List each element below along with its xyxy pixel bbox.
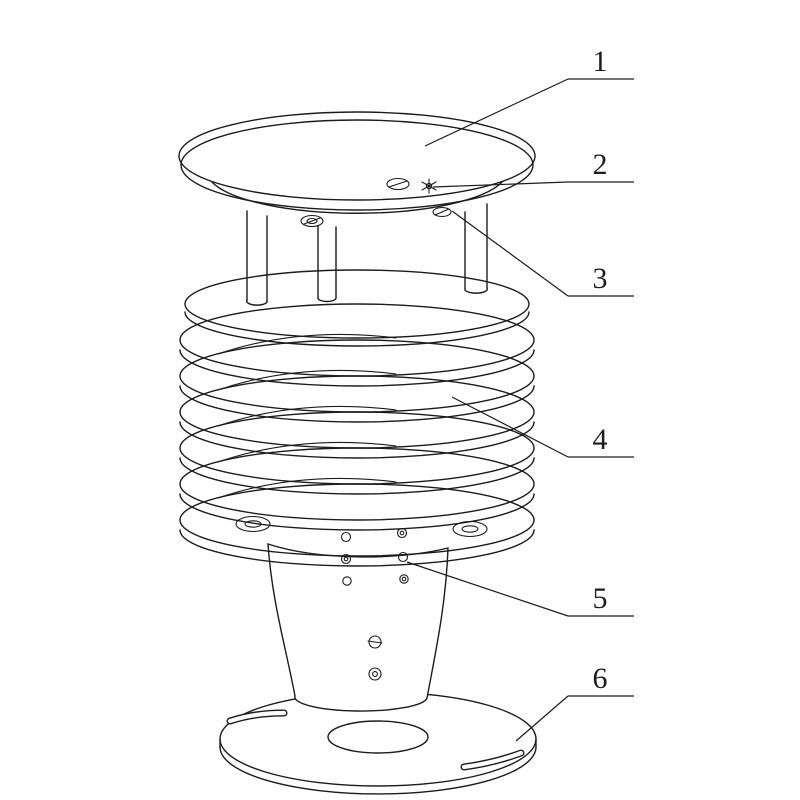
louver-ring-2 bbox=[179, 339, 535, 423]
cap-fasteners bbox=[300, 177, 452, 228]
callout-2: 2 bbox=[432, 148, 634, 188]
cone-screw-lower bbox=[368, 667, 382, 681]
callout-3: 3 bbox=[451, 210, 634, 297]
base-slot-left bbox=[226, 709, 288, 725]
louver-ring-1 bbox=[179, 303, 535, 387]
screw-head-a bbox=[386, 177, 410, 191]
louver-stack bbox=[179, 269, 535, 531]
support-posts bbox=[246, 203, 489, 306]
callout-6: 6 bbox=[515, 662, 634, 742]
tab-right bbox=[452, 520, 488, 538]
louver-ring-5 bbox=[179, 447, 535, 531]
callout-1: 1 bbox=[424, 45, 634, 147]
louver-ring-4 bbox=[179, 411, 535, 495]
top-cap-rim bbox=[178, 111, 536, 201]
tab-left bbox=[235, 515, 271, 533]
base-plate-side-edges bbox=[219, 738, 537, 748]
post-middle bbox=[317, 225, 337, 303]
callout-4: 4 bbox=[451, 396, 634, 458]
callout-label-1: 1 bbox=[593, 45, 608, 78]
callout-label-6: 6 bbox=[593, 662, 608, 695]
base-plate-thickness bbox=[219, 746, 537, 795]
post-left bbox=[246, 210, 268, 306]
callout-label-4: 4 bbox=[593, 423, 608, 456]
screw-head-b bbox=[300, 214, 324, 228]
callout-label-5: 5 bbox=[593, 582, 608, 615]
small-bolt-icon bbox=[421, 178, 437, 194]
callout-label-2: 2 bbox=[593, 148, 608, 181]
base-slot-right bbox=[460, 749, 525, 771]
top-cap-edge bbox=[180, 119, 534, 211]
stack-top-plate bbox=[184, 269, 530, 347]
stack-bottom-plate bbox=[179, 483, 535, 567]
cone-vent-holes bbox=[340, 527, 409, 681]
callout-label-3: 3 bbox=[593, 262, 608, 295]
mounting-cone bbox=[267, 543, 449, 712]
base-center-hole bbox=[327, 720, 429, 754]
base-plate-details bbox=[226, 709, 525, 771]
cone-body bbox=[267, 543, 449, 712]
louver-ring-3 bbox=[179, 375, 535, 459]
callouts: 1 2 3 4 5 6 bbox=[406, 45, 634, 742]
top-cap bbox=[178, 111, 536, 214]
top-cap-underside bbox=[211, 181, 503, 214]
callout-5: 5 bbox=[406, 561, 634, 617]
screw-head-c bbox=[432, 206, 452, 218]
cone-screw-upper bbox=[367, 635, 383, 649]
